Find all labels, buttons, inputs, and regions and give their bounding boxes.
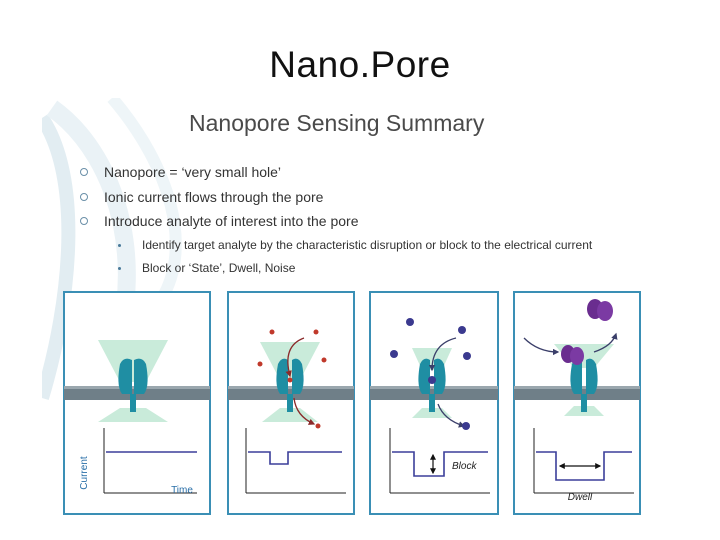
- block-label: Block: [452, 461, 477, 472]
- current-trace: [536, 451, 632, 481]
- bullet-ring-icon: [80, 193, 88, 201]
- axis-label-time: Time: [171, 485, 193, 496]
- panel-open-pore: Current Time: [63, 291, 211, 515]
- sub-bullet-dot-icon: [118, 244, 121, 247]
- bullet-1: Nanopore = ‘very small hole’: [104, 164, 282, 180]
- bullet-3: Introduce analyte of interest into the p…: [104, 213, 359, 229]
- sub-bullet-dot-icon: [118, 267, 121, 270]
- pore-cone-bottom: [98, 408, 168, 422]
- protein-pore: [118, 358, 132, 394]
- panel-protein-dwell: Dwell: [513, 291, 641, 515]
- sub-bullet-1: Identify target analyte by the character…: [142, 238, 593, 252]
- current-trace: [248, 451, 342, 465]
- ion-exit-arrow-icon: [293, 397, 316, 425]
- bullet-ring-icon: [80, 168, 88, 176]
- figure-title: Nanopore Sensing Summary: [189, 110, 485, 136]
- bullet-2: Ionic current flows through the pore: [104, 189, 324, 205]
- bullet-ring-icon: [80, 217, 88, 225]
- panel-ion-flow: [227, 291, 355, 515]
- ion-path-arrow-icon: [285, 337, 305, 378]
- ion-particle: [269, 329, 275, 335]
- analyte-exit-arrow-icon: [437, 403, 466, 428]
- dwell-label: Dwell: [568, 492, 593, 503]
- nanopore-summary-figure: Nanopore Sensing Summary Nanopore = ‘ver…: [42, 98, 678, 516]
- protein-analyte-top: [587, 299, 613, 321]
- analyte-entry-arrow-icon: [428, 337, 457, 372]
- analyte-exit-arrow-icon: [593, 332, 618, 353]
- panel-analyte-block: Block: [369, 291, 499, 515]
- pore-cone-top: [98, 340, 168, 382]
- illustration-panels: Current Time: [63, 291, 641, 515]
- analyte-entry-arrow-icon: [523, 337, 560, 356]
- analyte-particle: [406, 318, 414, 326]
- slide-title: Nano.Pore: [269, 44, 451, 85]
- axis-label-current: Current: [79, 456, 90, 490]
- protein-analyte-bound: [561, 345, 584, 365]
- sub-bullet-2: Block or ‘State’, Dwell, Noise: [142, 261, 296, 275]
- current-trace: [392, 451, 488, 477]
